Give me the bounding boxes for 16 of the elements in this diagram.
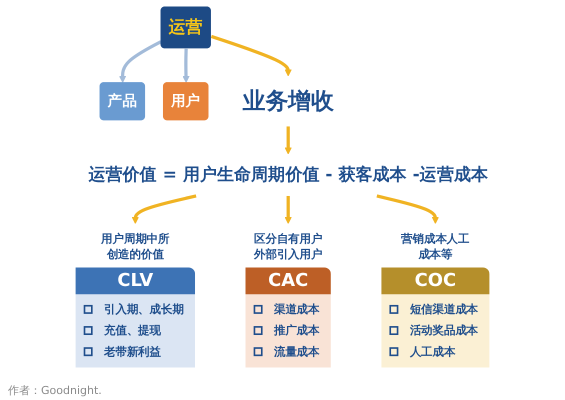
arrow [132,194,196,224]
node-label: 区分自有用户外部引入用户 [254,232,322,261]
node-box: 运营 [160,6,211,48]
node-label: 营销成本人工成本等 [401,232,470,261]
arrow [284,126,292,154]
arrow [182,48,190,83]
arrow [284,196,292,224]
author-credit: 作者：Goodnight. [8,383,102,398]
node-text: 业务增收 [242,87,334,114]
node-label: 用户周期中所创造的价值 [101,232,170,261]
arrow [119,40,162,83]
node-text: 运营价值 = 用户生命周期价值 - 获客成本 -运营成本 [88,164,488,184]
arrow [376,194,439,224]
arrow [210,34,292,76]
node-box: 产品 [100,82,146,120]
node-box: 用户 [162,82,208,120]
